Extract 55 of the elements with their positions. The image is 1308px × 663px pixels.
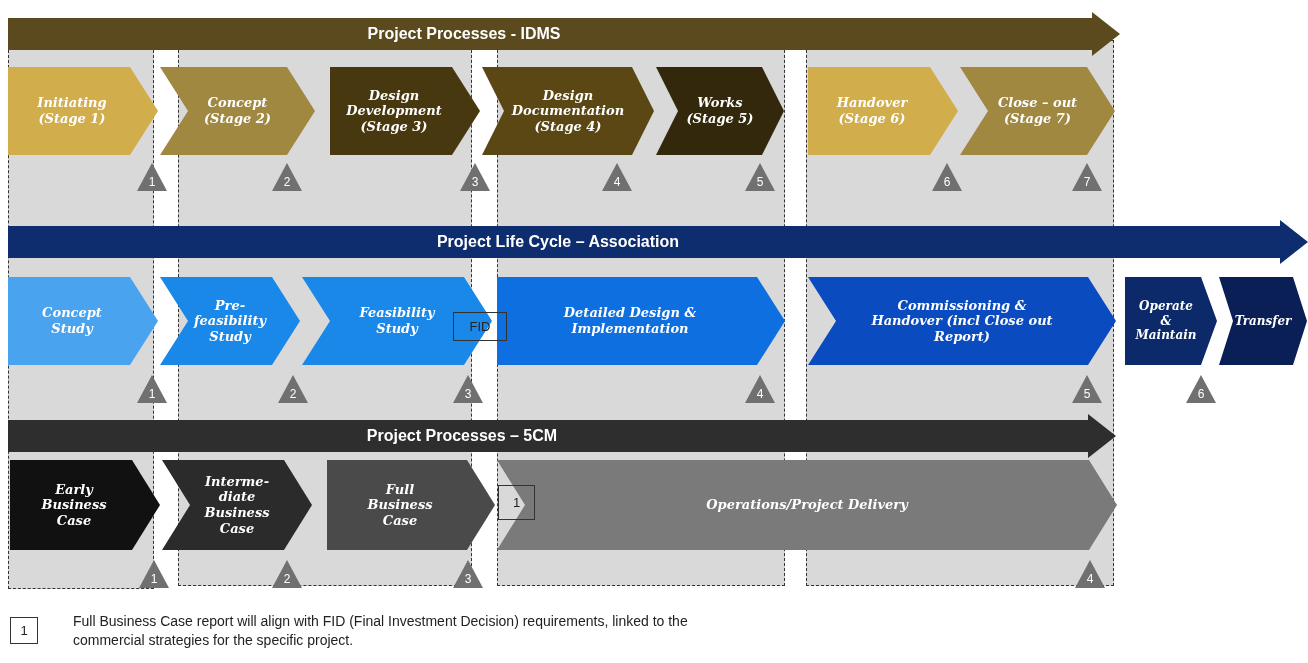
step-label: Pre-feasibility Study	[192, 297, 268, 345]
marker-number: 1	[512, 495, 521, 510]
gate-number: 4	[756, 387, 764, 401]
step-label: Detailed Design & Implementation	[562, 305, 698, 337]
step-label: Interme-diate Business Case	[203, 473, 271, 537]
gate-number: 4	[613, 175, 621, 189]
step-label: Commissioning & Handover (incl Close out Report)	[870, 297, 1054, 345]
banner-title: Project Life Cycle – Association	[436, 233, 680, 251]
marker-number: FID	[469, 319, 491, 334]
chevron-step	[330, 67, 480, 155]
marker-box	[453, 312, 507, 341]
banner-title: Project Processes – 5CM	[366, 427, 558, 445]
banner-title: Project Processes - IDMS	[367, 25, 561, 43]
step-label: Design Documentation (Stage 4)	[510, 87, 626, 135]
gate-number: 3	[464, 572, 472, 586]
gate-number: 3	[464, 387, 472, 401]
step-label: Transfer	[1234, 313, 1292, 329]
step-label: Design Development (Stage 3)	[345, 87, 443, 135]
gate-number: 3	[471, 175, 479, 189]
step-label: Works (Stage 5)	[685, 95, 755, 127]
chevron-step	[8, 67, 158, 155]
gate-number: 5	[1083, 387, 1091, 401]
step-label: Close – out (Stage 7)	[996, 95, 1079, 127]
step-label: Concept (Stage 2)	[202, 95, 273, 127]
step-label: Concept Study	[41, 305, 103, 337]
gate-number: 6	[943, 175, 951, 189]
step-label: Early Business Case	[40, 481, 108, 529]
chevron-step	[808, 277, 1116, 365]
marker-number: 1	[20, 623, 28, 638]
gate-number: 2	[283, 572, 291, 586]
gate-number: 7	[1083, 175, 1091, 189]
step-label: Feasibility Study	[358, 305, 437, 337]
chevron-step	[808, 67, 958, 155]
gate-number: 4	[1086, 572, 1094, 586]
gate-number: 2	[283, 175, 291, 189]
gate-number: 1	[148, 175, 156, 189]
step-label: Operate & Maintain	[1134, 299, 1198, 343]
step-label: Operations/Project Delivery	[706, 497, 908, 513]
marker-box	[498, 485, 535, 520]
step-label: Initiating (Stage 1)	[36, 95, 108, 127]
chevron-step	[1125, 277, 1217, 365]
chevron-step	[497, 277, 785, 365]
footnote-text: Full Business Case report will align with FID (Final Investment Decision) requirements, linked to the commercial strategies for the specific project.	[73, 612, 689, 650]
gate-number: 6	[1197, 387, 1205, 401]
step-label: Handover (Stage 6)	[835, 95, 909, 127]
chevron-step	[497, 460, 1117, 550]
chevron-step	[327, 460, 495, 550]
chevron-step	[1219, 277, 1307, 365]
chevron-step	[8, 277, 158, 365]
step-label: Full Business Case	[366, 481, 434, 529]
gate-number: 2	[289, 387, 297, 401]
gate-number: 1	[150, 572, 158, 586]
gate-number: 5	[756, 175, 764, 189]
gate-number: 1	[148, 387, 156, 401]
chevron-step	[10, 460, 160, 550]
